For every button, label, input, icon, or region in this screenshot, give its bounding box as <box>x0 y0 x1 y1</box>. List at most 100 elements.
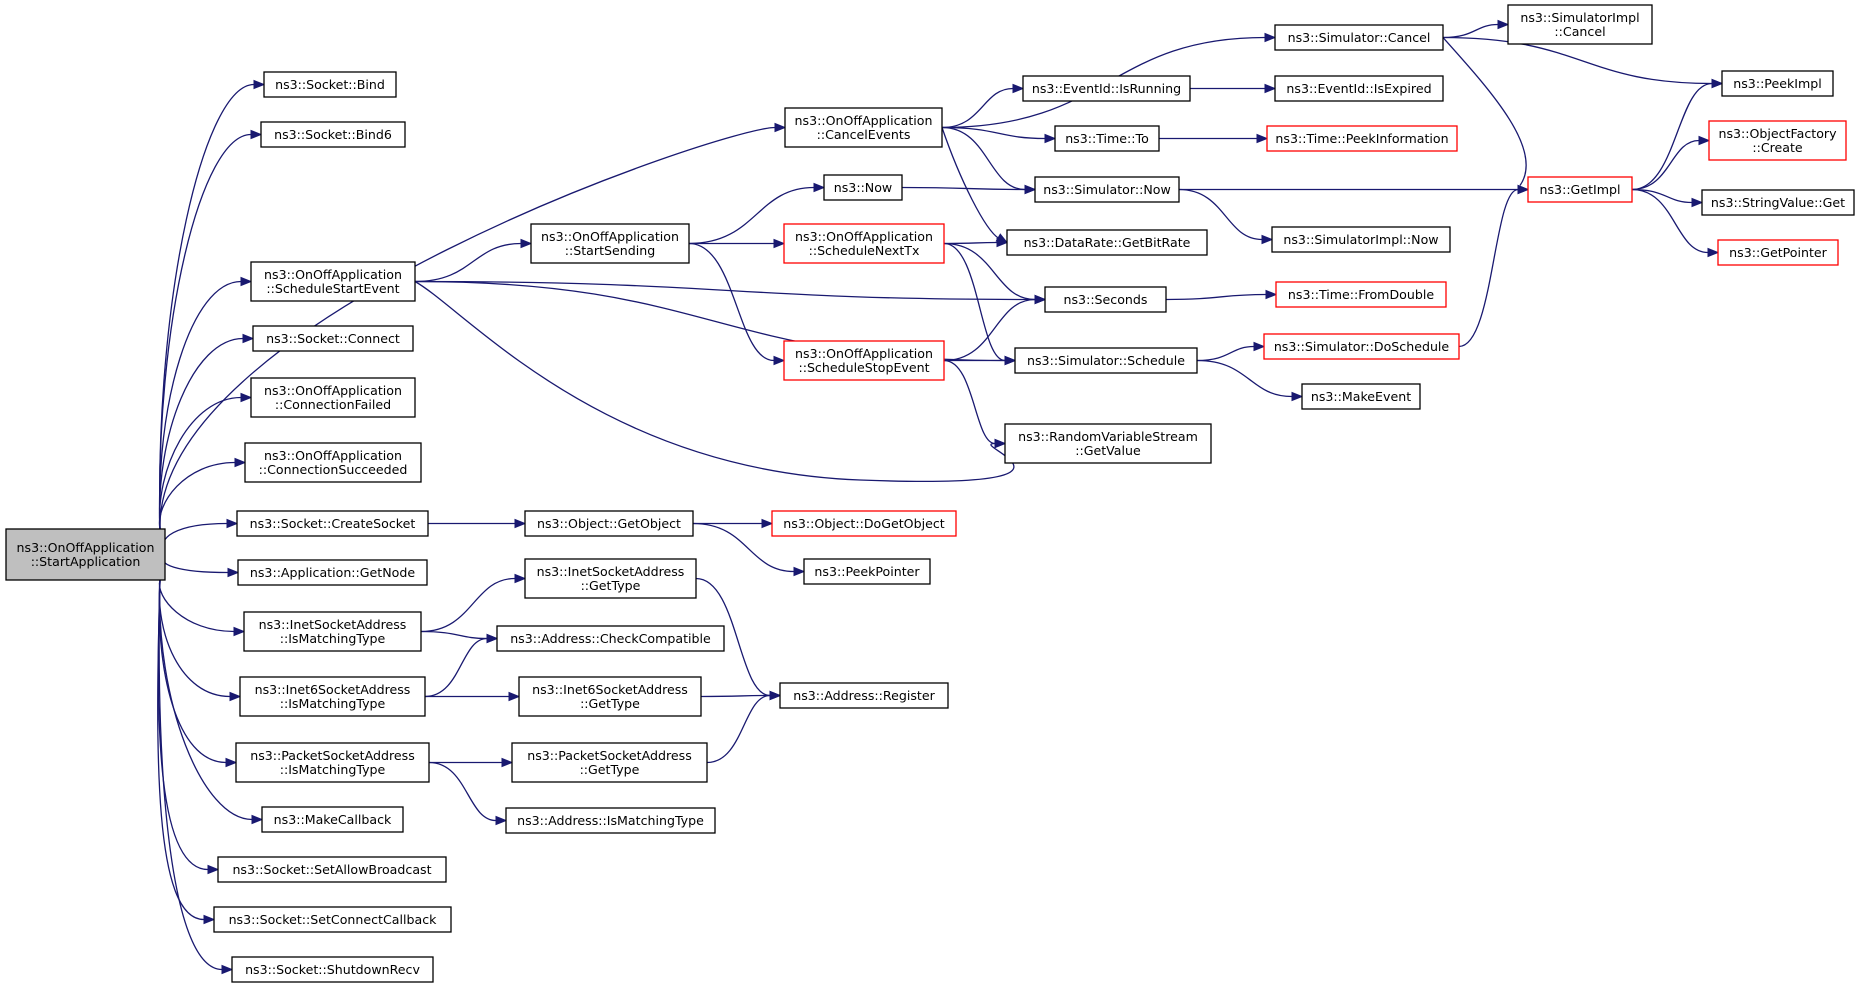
function-node-bind[interactable]: ns3::Socket::Bind <box>263 71 397 98</box>
arrowhead-icon <box>1691 197 1704 208</box>
function-node-inet6gettype[interactable]: ns3::Inet6SocketAddress::GetType <box>518 676 702 717</box>
node-box <box>235 742 430 783</box>
call-edge-getimpl-to-getpointer <box>1631 188 1720 258</box>
call-edge-pktmatch-to-addrismatch <box>428 761 508 826</box>
function-node-makeevent[interactable]: ns3::MakeEvent <box>1301 383 1421 410</box>
function-node-makecb[interactable]: ns3::MakeCallback <box>261 806 404 833</box>
node-box <box>239 676 426 717</box>
function-node-sse[interactable]: ns3::OnOffApplication::ScheduleStartEven… <box>250 261 416 302</box>
function-node-inet6match[interactable]: ns3::Inet6SocketAddress::IsMatchingType <box>239 676 426 717</box>
function-node-pktmatch[interactable]: ns3::PacketSocketAddress::IsMatchingType <box>235 742 430 783</box>
function-node-simnow[interactable]: ns3::Simulator::Now <box>1034 176 1180 203</box>
call-edge-root-to-sse <box>158 276 253 530</box>
function-node-now[interactable]: ns3::Now <box>823 174 903 201</box>
function-node-strvalget[interactable]: ns3::StringValue::Get <box>1701 189 1855 216</box>
edge-line <box>695 577 771 697</box>
function-node-inetmatch[interactable]: ns3::InetSocketAddress::IsMatchingType <box>243 611 422 652</box>
function-node-schednext[interactable]: ns3::OnOffApplication::ScheduleNextTx <box>783 223 945 264</box>
function-node-getimpl[interactable]: ns3::GetImpl <box>1527 176 1633 203</box>
function-node-bind6[interactable]: ns3::Socket::Bind6 <box>260 121 406 148</box>
call-edge-root-to-makecb <box>158 579 264 825</box>
function-node-seconds[interactable]: ns3::Seconds <box>1044 286 1167 313</box>
edge-line <box>1631 188 1693 204</box>
node-box <box>1527 176 1633 203</box>
function-node-rvsget[interactable]: ns3::RandomVariableStream::GetValue <box>1004 423 1212 464</box>
function-node-inetgettype[interactable]: ns3::InetSocketAddress::GetType <box>524 558 697 599</box>
function-node-register[interactable]: ns3::Address::Register <box>779 682 949 709</box>
function-node-cancelev[interactable]: ns3::OnOffApplication::CancelEvents <box>784 107 943 148</box>
function-node-isexpired[interactable]: ns3::EventId::IsExpired <box>1274 75 1444 102</box>
function-node-getbitrate[interactable]: ns3::DataRate::GetBitRate <box>1006 229 1208 256</box>
function-node-peekimpl[interactable]: ns3::PeekImpl <box>1721 70 1834 97</box>
node-box <box>524 558 697 599</box>
node-label: ns3::OnOffApplication <box>264 383 402 398</box>
node-label: ns3::InetSocketAddress <box>259 617 407 632</box>
call-edge-root-to-inetmatch <box>158 579 246 637</box>
edge-line <box>420 577 516 633</box>
function-node-getobject[interactable]: ns3::Object::GetObject <box>524 510 694 537</box>
edge-line <box>159 126 776 530</box>
node-label: ::ConnectionFailed <box>275 397 391 412</box>
function-node-simsched[interactable]: ns3::Simulator::Schedule <box>1014 347 1198 374</box>
function-node-csucc[interactable]: ns3::OnOffApplication::ConnectionSucceed… <box>244 442 422 483</box>
node-box <box>1701 189 1855 216</box>
call-edge-inet6match-to-inet6gettype <box>424 691 521 702</box>
function-node-schedstop[interactable]: ns3::OnOffApplication::ScheduleStopEvent <box>783 340 945 381</box>
node-box <box>779 682 949 709</box>
call-edge-root-to-cfail <box>158 392 253 530</box>
node-box <box>237 559 428 586</box>
arrowhead-icon <box>996 237 1009 248</box>
node-box <box>784 107 943 148</box>
node-box <box>1034 176 1180 203</box>
arrowhead-icon <box>501 757 514 768</box>
function-node-peekpointer[interactable]: ns3::PeekPointer <box>803 558 931 585</box>
function-node-getpointer[interactable]: ns3::GetPointer <box>1717 239 1839 266</box>
edge-line <box>428 761 497 822</box>
function-node-setconncb[interactable]: ns3::Socket::SetConnectCallback <box>213 906 452 933</box>
node-box <box>250 261 416 302</box>
node-box <box>496 625 725 652</box>
arrowhead-icon <box>495 815 508 826</box>
call-edge-root-to-csucc <box>158 457 247 530</box>
function-node-dogetobject[interactable]: ns3::Object::DoGetObject <box>771 510 957 537</box>
edge-line <box>943 242 1036 301</box>
arrowhead-icon <box>226 518 239 529</box>
function-node-root[interactable]: ns3::OnOffApplication::StartApplication <box>5 528 166 581</box>
function-node-startsend[interactable]: ns3::OnOffApplication::StartSending <box>530 223 690 264</box>
edge-line <box>162 554 229 574</box>
function-node-getnode[interactable]: ns3::Application::GetNode <box>237 559 428 586</box>
function-node-pktgettype[interactable]: ns3::PacketSocketAddress::GetType <box>511 742 708 783</box>
edge-line <box>158 579 231 698</box>
arrowhead-icon <box>1517 184 1530 195</box>
node-box <box>518 676 702 717</box>
arrowhead-icon <box>1024 184 1037 195</box>
function-node-addrismatch[interactable]: ns3::Address::IsMatchingType <box>505 807 716 834</box>
function-node-shutdown[interactable]: ns3::Socket::ShutdownRecv <box>231 956 434 983</box>
function-node-setbcast[interactable]: ns3::Socket::SetAllowBroadcast <box>217 856 447 883</box>
function-node-objfactory[interactable]: ns3::ObjectFactory::Create <box>1708 120 1847 161</box>
function-node-peekinfo[interactable]: ns3::Time::PeekInformation <box>1266 125 1458 152</box>
function-node-timeto[interactable]: ns3::Time::To <box>1054 125 1160 152</box>
node-label: ns3::Socket::Bind <box>275 77 385 92</box>
edge-line <box>1631 139 1700 191</box>
function-node-simimplcancel[interactable]: ns3::SimulatorImpl::Cancel <box>1507 4 1653 45</box>
arrowhead-icon <box>1044 133 1057 144</box>
function-node-simimplnow[interactable]: ns3::SimulatorImpl::Now <box>1271 226 1451 253</box>
edge-line <box>943 241 998 245</box>
arrowhead-icon <box>242 333 255 344</box>
function-node-fromdouble[interactable]: ns3::Time::FromDouble <box>1275 281 1447 308</box>
function-node-checkcompat[interactable]: ns3::Address::CheckCompatible <box>496 625 725 652</box>
node-label: ns3::Socket::CreateSocket <box>250 516 416 531</box>
function-node-cfail[interactable]: ns3::OnOffApplication::ConnectionFailed <box>250 377 416 418</box>
function-node-simcancel[interactable]: ns3::Simulator::Cancel <box>1274 24 1444 51</box>
function-node-connect[interactable]: ns3::Socket::Connect <box>252 325 414 352</box>
function-node-createsock[interactable]: ns3::Socket::CreateSocket <box>236 510 429 537</box>
call-edge-root-to-setconncb <box>157 579 216 925</box>
node-label: ns3::SimulatorImpl::Now <box>1283 232 1438 247</box>
edge-line <box>706 694 771 764</box>
function-node-dosched[interactable]: ns3::Simulator::DoSchedule <box>1263 333 1460 360</box>
node-box <box>217 856 447 883</box>
function-node-isrunning[interactable]: ns3::EventId::IsRunning <box>1022 75 1191 102</box>
arrowhead-icon <box>1261 234 1274 245</box>
arrowhead-icon <box>514 518 527 529</box>
